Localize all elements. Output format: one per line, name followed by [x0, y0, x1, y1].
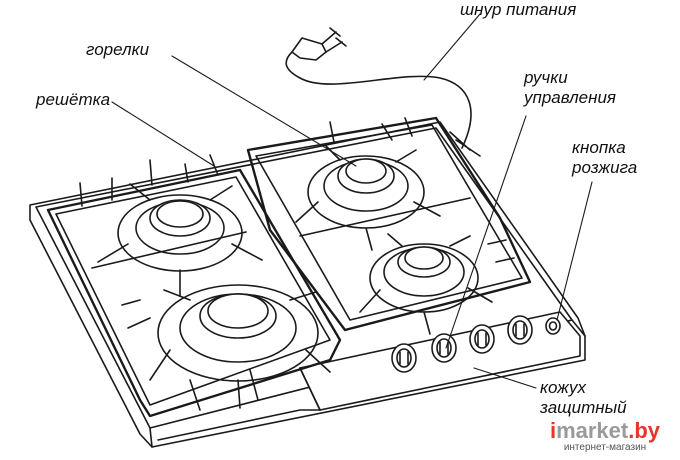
label-casing-line2: защитный [540, 398, 627, 417]
burner-rear-right [295, 145, 441, 251]
power-cord [285, 27, 472, 149]
watermark-logo-main: market [556, 418, 629, 443]
watermark: imarket.by интернет-магазин [540, 420, 670, 454]
grate-right [246, 116, 532, 332]
burner-front-left [149, 284, 331, 409]
label-ignition-line2: розжига [572, 158, 638, 177]
label-burners: горелки [86, 40, 150, 59]
watermark-logo-prefix: i [549, 418, 557, 443]
leader-control-knobs [445, 115, 527, 349]
leader-grate [111, 101, 215, 167]
watermark-logo-domain: .by [628, 418, 661, 443]
leader-casing [473, 367, 537, 389]
burner-front-right [359, 233, 493, 335]
control-knob-1 [391, 343, 417, 373]
label-ignition-line1: кнопка [572, 138, 626, 157]
label-power-cord: шнур питания [460, 0, 577, 19]
leader-burners [171, 55, 357, 167]
control-knob-2 [431, 333, 457, 363]
watermark-logo: imarket.by [540, 420, 670, 442]
leader-ignition [556, 181, 593, 321]
label-control-knobs-line2: управления [524, 88, 617, 107]
label-casing: кожух защитный [540, 378, 627, 418]
label-casing-line1: кожух [540, 378, 586, 397]
label-control-knobs: ручки управления [524, 68, 616, 108]
leader-power-cord [423, 13, 481, 81]
leader-lines [111, 13, 593, 389]
label-ignition: кнопка розжига [572, 138, 637, 178]
watermark-subtitle: интернет-магазин [563, 442, 647, 453]
label-grate: решётка [36, 90, 111, 109]
label-control-knobs-line1: ручки [524, 68, 568, 87]
control-knob-3 [469, 324, 495, 354]
control-knob-4 [507, 315, 533, 345]
burner-rear-left [97, 183, 263, 297]
ignition-button [545, 317, 561, 335]
